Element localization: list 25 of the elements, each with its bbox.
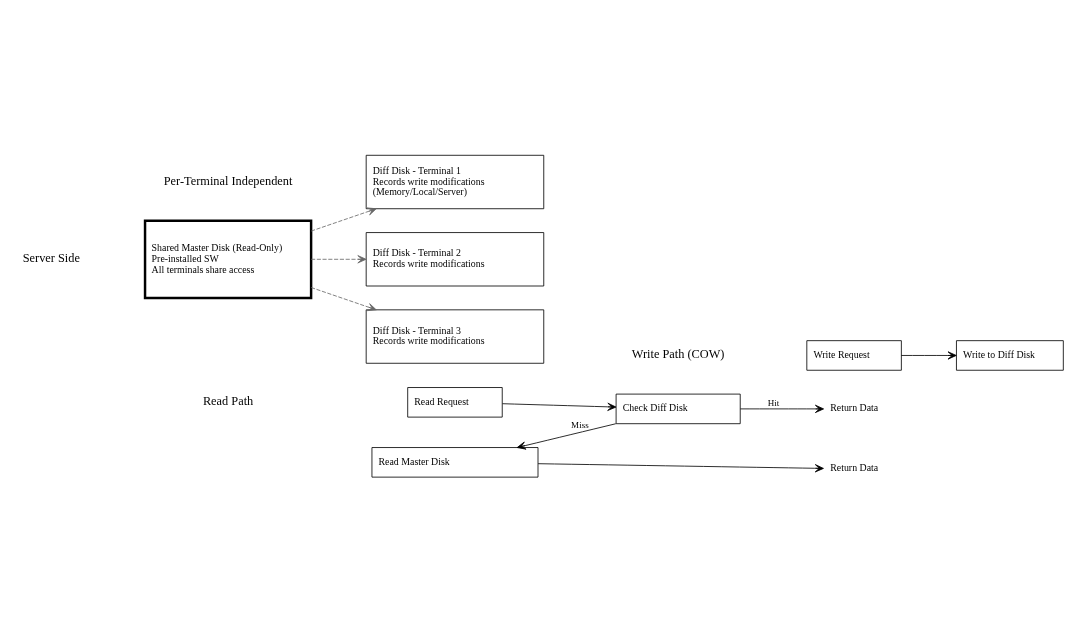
label: Write Path (COW) (631, 347, 725, 362)
edge-label: Hit (767, 398, 780, 409)
node-box: Diff Disk - Terminal 1 Records write modifications (Memory/Local/Server) (365, 154, 545, 210)
node-text: Return Data (830, 462, 879, 474)
label: Read Path (202, 394, 254, 409)
label: Server Side (22, 251, 80, 266)
node-box: Check Diff Disk (615, 393, 741, 425)
edge-label: Miss (571, 419, 589, 430)
node-text: Return Data (830, 402, 879, 414)
node-box: Diff Disk - Terminal 2 Records write modifications (365, 232, 545, 287)
node-box: Read Request (407, 387, 503, 418)
arrow (310, 287, 377, 312)
node-box: Read Master Disk (371, 447, 539, 478)
label: Per-Terminal Independent (163, 173, 293, 188)
arrow (740, 404, 824, 413)
node-box: Shared Master Disk (Read-Only) Pre-installed SW All terminals share access (143, 219, 313, 300)
arrow (310, 255, 367, 264)
node-box: Diff Disk - Terminal 3 Records write modifications (365, 309, 545, 364)
arrow (516, 423, 617, 450)
arrow (502, 402, 617, 411)
node-box: Write Request (806, 340, 902, 371)
arrow (537, 463, 824, 473)
arrow (310, 207, 377, 232)
node-box: Write to Diff Disk (956, 340, 1064, 371)
arrow (900, 351, 957, 360)
